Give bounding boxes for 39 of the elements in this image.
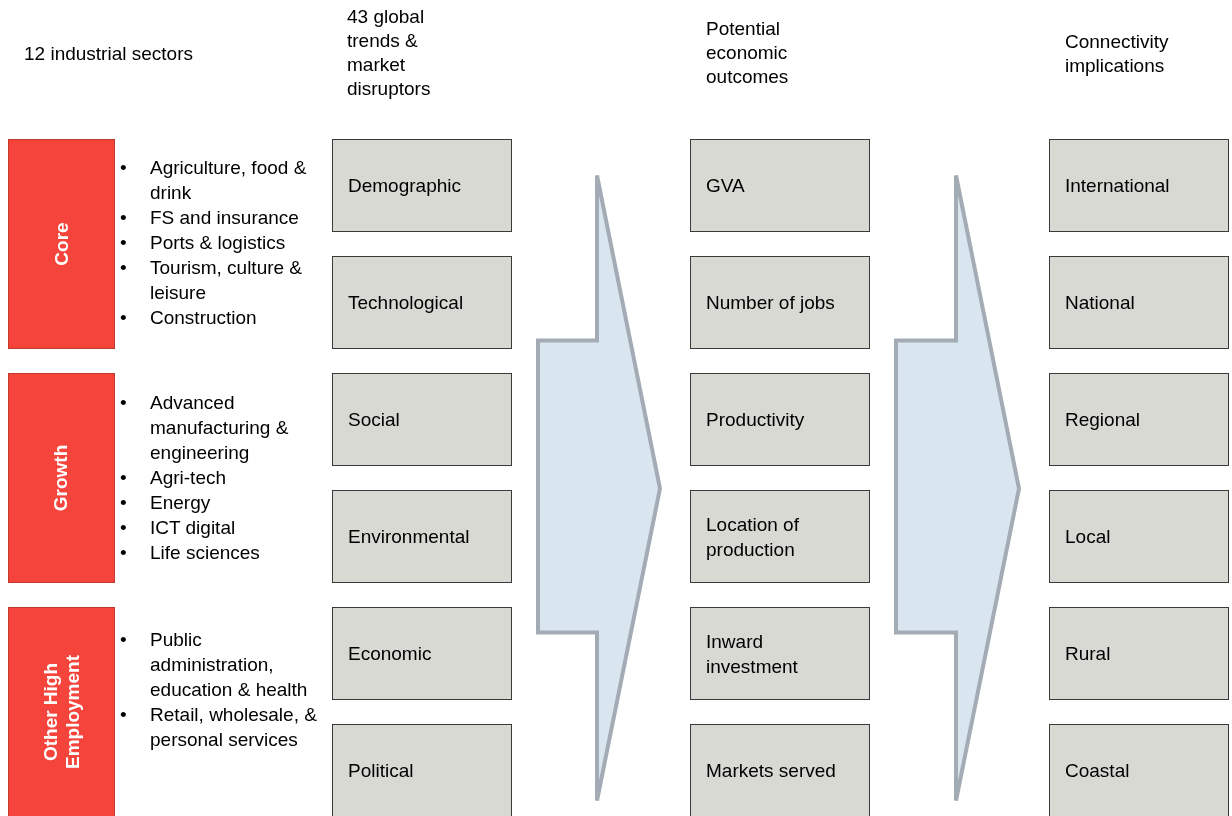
block-arrow (536, 173, 663, 803)
list-item: • Ports & logistics (120, 231, 287, 255)
column-heading: 43 global trends & market disruptors (347, 5, 432, 101)
list-item: • Tourism, culture & leisure (120, 256, 304, 305)
list-item: • Public administration, education & health (120, 628, 309, 702)
category-box: National (1049, 256, 1229, 349)
list-item: • Retail, wholesale, & personal services (120, 703, 318, 752)
category-box: Rural (1049, 607, 1229, 700)
column-heading: Connectivity implications (1065, 30, 1170, 78)
category-box: Social (332, 373, 512, 466)
list-item: • Construction (120, 306, 258, 330)
category-box: Coastal (1049, 724, 1229, 816)
category-bar: Core (8, 139, 115, 349)
category-bar: Other High Employment (8, 607, 115, 816)
category-box: Productivity (690, 373, 870, 466)
list-item: • Advanced manufacturing & engineering (120, 391, 290, 465)
category-box: Technological (332, 256, 512, 349)
list-item: • Life sciences (120, 541, 261, 565)
category-box: Markets served (690, 724, 870, 816)
block-arrow (894, 173, 1022, 803)
category-box: Location of production (690, 490, 870, 583)
category-box: GVA (690, 139, 870, 232)
category-box: Number of jobs (690, 256, 870, 349)
category-box: Regional (1049, 373, 1229, 466)
column-heading: Potential economic outcomes (706, 17, 790, 89)
list-item: • Energy (120, 491, 212, 515)
category-box: International (1049, 139, 1229, 232)
category-box: Inward investment (690, 607, 870, 700)
category-box: Local (1049, 490, 1229, 583)
list-item: • Agri-tech (120, 466, 228, 490)
category-box: Environmental (332, 490, 512, 583)
list-item: • FS and insurance (120, 206, 300, 230)
list-item: • Agriculture, food & drink (120, 156, 308, 205)
category-box: Demographic (332, 139, 512, 232)
category-box: Economic (332, 607, 512, 700)
category-bar: Growth (8, 373, 115, 583)
category-box: Political (332, 724, 512, 816)
list-item: • ICT digital (120, 516, 237, 540)
column-heading: 12 industrial sectors (24, 42, 194, 66)
